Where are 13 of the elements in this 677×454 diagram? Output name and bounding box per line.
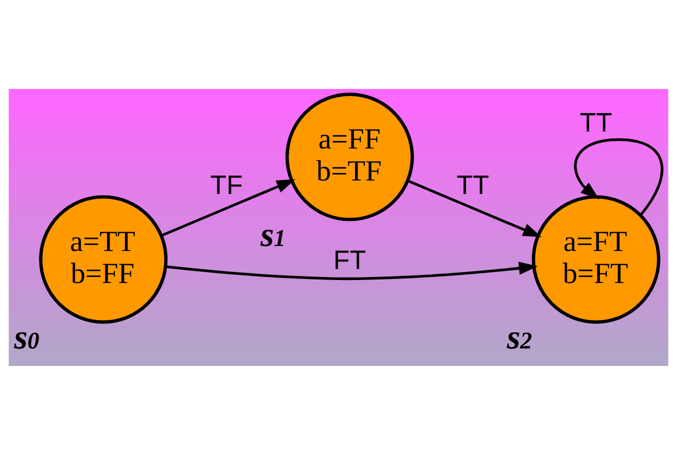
node-circle: a=FT b=FT [532,194,660,324]
node-label: s0 [14,318,40,356]
edge-label: FT [333,244,366,274]
edge-label: TT [456,170,490,200]
node-label: s1 [260,215,286,254]
node-circle: a=FF b=TF [285,92,414,221]
node-circle: a=TT b=FF [39,194,168,324]
arrow [408,179,542,237]
node-label: s2 [506,318,532,356]
arrow [166,261,538,280]
edge-label: TF [210,170,243,200]
arrow [161,178,296,236]
edge-label: TT [580,107,612,138]
